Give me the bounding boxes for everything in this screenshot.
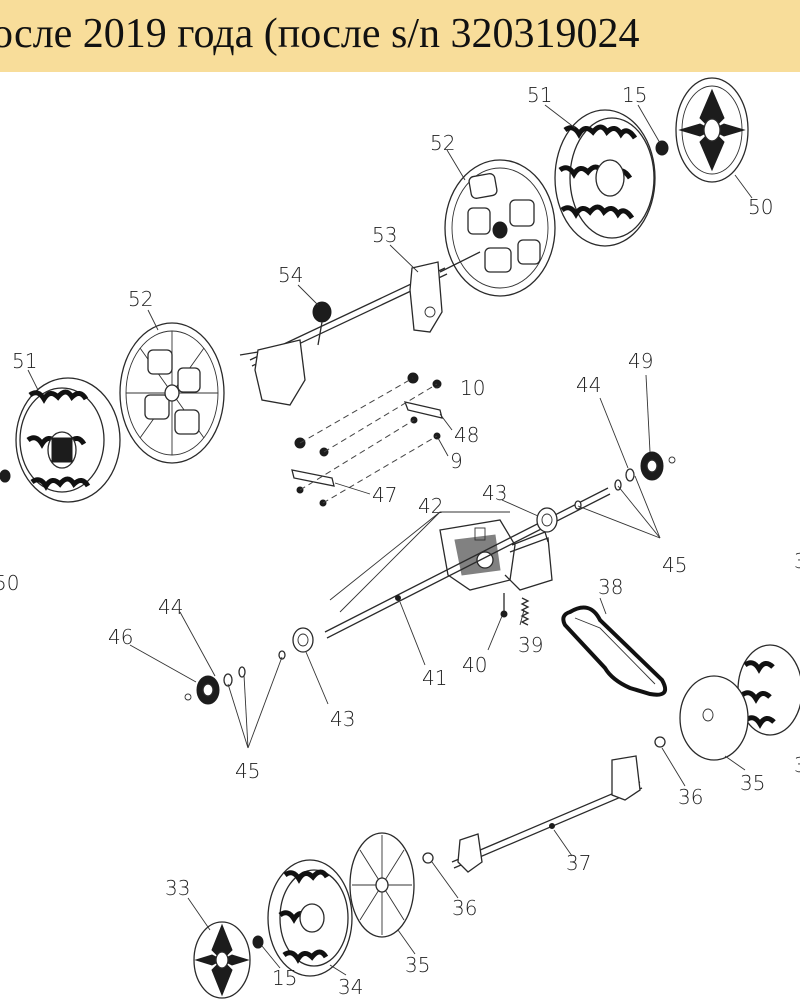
label-51-top: 51	[527, 83, 552, 107]
label-48: 48	[454, 423, 479, 447]
washers-44-45-right	[574, 468, 635, 510]
nut-15-top	[655, 140, 669, 156]
part-labels: 51 15 50 52 53 54 52 51 10 48 9 47 49 44…	[0, 83, 800, 999]
label-42: 42	[418, 494, 443, 518]
dashed-assembly-lines	[299, 377, 438, 504]
label-3-edge-bottom: 3	[794, 753, 800, 777]
disc-35-right	[679, 675, 749, 761]
washer-36-right	[654, 736, 666, 748]
label-49: 49	[628, 349, 653, 373]
bushing-43-right	[536, 507, 558, 533]
label-43-left: 43	[330, 707, 355, 731]
label-44-right: 44	[576, 373, 601, 397]
bracket-47	[291, 437, 335, 507]
label-54: 54	[278, 263, 303, 287]
hubcap-33	[193, 921, 251, 999]
label-45-right: 45	[662, 553, 687, 577]
label-52-top: 52	[430, 131, 455, 155]
label-46: 46	[108, 625, 133, 649]
label-15-bottom: 15	[272, 966, 297, 990]
rear-axle-53	[239, 251, 481, 406]
nut-15-bottom	[252, 935, 264, 949]
label-36-right: 36	[678, 785, 703, 809]
header-title: осле 2019 года (после s/n 320319024	[0, 11, 640, 57]
bracket-48	[403, 372, 443, 440]
wheel-disc-52-left	[119, 322, 225, 464]
header-banner: осле 2019 года (после s/n 320319024	[0, 0, 800, 72]
label-52-left: 52	[128, 287, 153, 311]
label-3-edge-top: 3	[794, 549, 800, 573]
label-53: 53	[372, 223, 397, 247]
bushing-43-left	[292, 627, 314, 653]
front-axle-37	[451, 755, 643, 873]
label-47: 47	[372, 483, 397, 507]
label-15-top: 15	[622, 83, 647, 107]
label-33: 33	[165, 876, 190, 900]
pinion-49	[640, 451, 676, 481]
wheel-disc-52-top	[444, 159, 556, 297]
label-51-left: 51	[12, 349, 37, 373]
label-10: 10	[460, 376, 485, 400]
label-45-left: 45	[235, 759, 260, 783]
label-36-left: 36	[452, 896, 477, 920]
label-9: 9	[450, 449, 463, 473]
label-37: 37	[566, 851, 591, 875]
label-39: 39	[518, 633, 543, 657]
hubcap-50-top	[675, 77, 749, 183]
front-wheel-3-right	[737, 644, 800, 736]
label-43-right: 43	[482, 481, 507, 505]
label-34: 34	[338, 975, 363, 999]
label-50-top: 50	[748, 195, 773, 219]
disc-35-left	[349, 832, 415, 938]
leader-lines	[27, 104, 753, 976]
drive-shaft-41	[324, 487, 611, 639]
knob-54	[312, 301, 332, 346]
wheel-51-left	[15, 377, 121, 503]
belt-38	[561, 605, 667, 697]
wheel-51-top	[554, 109, 656, 247]
label-38: 38	[598, 575, 623, 599]
label-35-left: 35	[405, 953, 430, 977]
label-41: 41	[422, 666, 447, 690]
label-50-left: 50	[0, 571, 19, 595]
spring-39	[520, 597, 530, 626]
label-35-right: 35	[740, 771, 765, 795]
pin-40	[500, 593, 508, 618]
washers-44-45-left	[223, 650, 286, 687]
label-40: 40	[462, 653, 487, 677]
nut-left	[0, 469, 11, 483]
pinion-46	[184, 675, 220, 705]
wheel-34	[267, 859, 353, 977]
label-44-left: 44	[158, 595, 183, 619]
washer-36-left	[422, 852, 434, 864]
